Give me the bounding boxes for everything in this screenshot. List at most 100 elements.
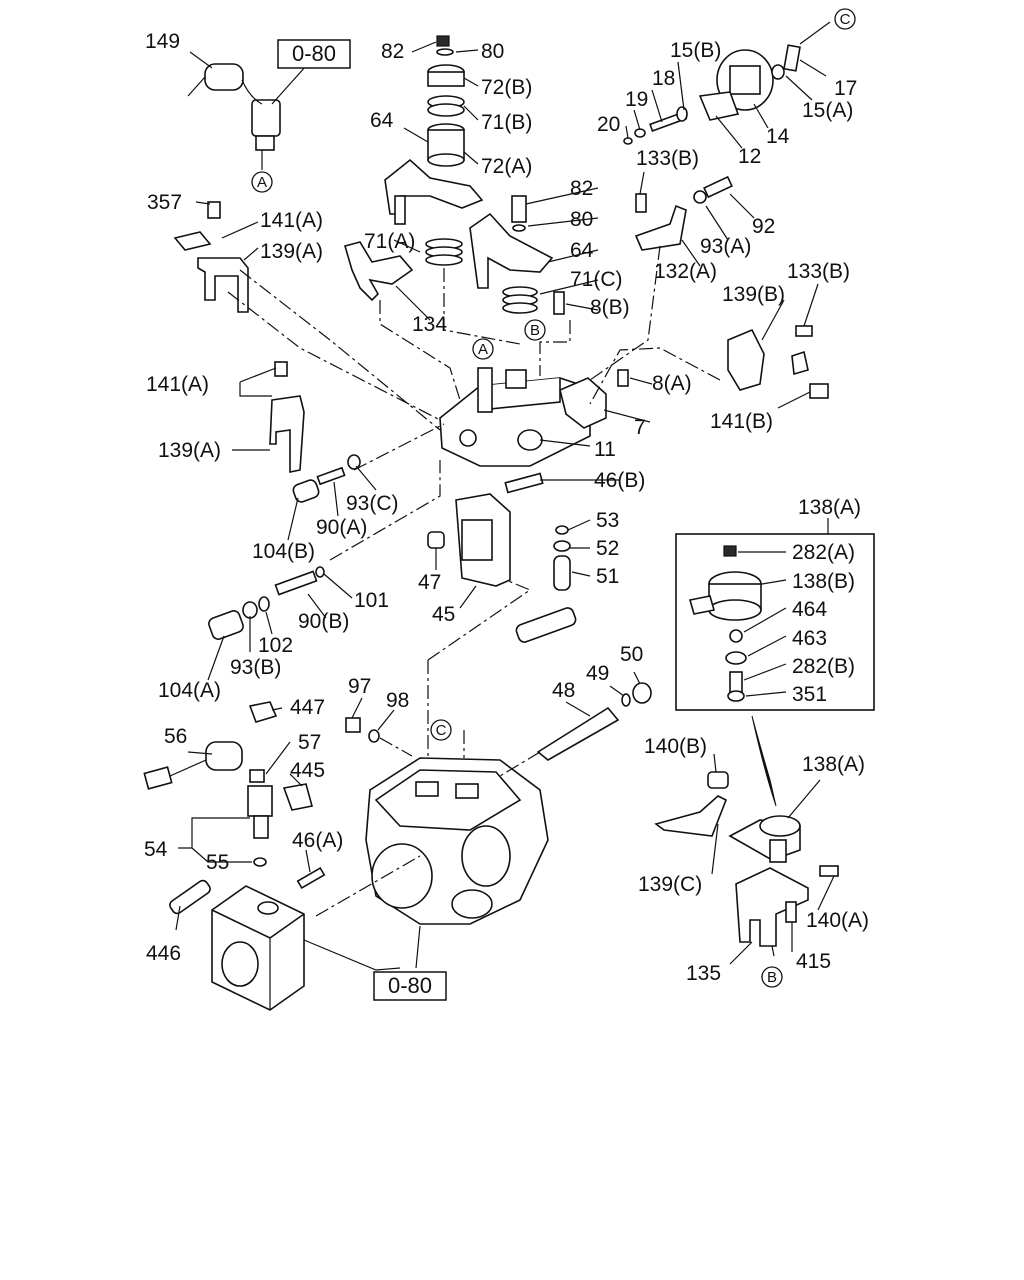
part-label-282b: 282(B) [792,655,855,678]
part-label-82-top: 82 [381,40,404,63]
part-label-57: 57 [298,731,321,754]
leader-lines [175,21,835,971]
ref-box-top: 0-80 [277,39,351,69]
part-label-72b: 72(B) [481,76,532,99]
part-label-445: 445 [290,759,325,782]
part-104b-fitting [292,454,361,503]
part-label-14: 14 [766,125,790,148]
marker-c-top: C [834,8,856,30]
part-label-138a-lower: 138(A) [802,753,865,776]
part-label-54: 54 [144,838,168,861]
part-139a-bracket-upper [173,201,249,313]
part-56-sensor [143,741,313,867]
part-label-51: 51 [596,565,619,588]
part-label-8a: 8(A) [652,372,692,395]
part-label-135: 135 [686,962,721,985]
part-label-139a-upper: 139(A) [260,240,323,263]
part-104a-fitting [208,566,325,640]
part-label-463: 463 [792,627,827,650]
ref-box-top-label: 0-80 [292,41,336,66]
part-label-102: 102 [258,634,293,657]
part-label-46a: 46(A) [292,829,343,852]
part-446-fitting [169,866,326,915]
part-label-11: 11 [594,438,616,461]
part-139b-bracket [727,325,829,399]
part-label-140b: 140(B) [644,735,707,758]
part-label-351: 351 [792,683,827,706]
part-label-82-mid: 82 [570,177,593,200]
part-label-140a: 140(A) [806,909,869,932]
part-label-50: 50 [620,643,643,666]
part-label-48: 48 [552,679,575,702]
part-label-80-top: 80 [481,40,504,63]
part-label-138a-box: 138(A) [798,496,861,519]
part-label-7: 7 [634,416,646,439]
part-label-132a: 132(A) [654,260,717,283]
part-label-49: 49 [586,662,609,685]
part-label-93a: 93(A) [700,235,751,258]
part-label-98: 98 [386,689,409,712]
part-pump-body [365,757,549,925]
part-label-90b: 90(B) [298,610,349,633]
part-label-20: 20 [597,113,620,136]
part-label-357: 357 [147,191,182,214]
part-64-lever-lower [469,195,565,315]
part-label-18: 18 [652,67,675,90]
part-label-141a-upper: 141(A) [260,209,323,232]
part-label-139b: 139(B) [722,283,785,306]
part-label-12: 12 [738,145,761,168]
part-135-bracket-assembly [654,771,839,947]
ref-box-bottom-label: 0-80 [388,973,432,998]
part-label-104b: 104(B) [252,540,315,563]
part-label-71a: 71(A) [364,230,415,253]
part-label-15b: 15(B) [670,39,721,62]
part-label-53: 53 [596,509,619,532]
marker-c-top-text: C [840,11,851,28]
part-label-141b: 141(B) [710,410,773,433]
part-label-139c: 139(C) [638,873,702,896]
marker-b-bottom: B [761,966,783,988]
part-label-133b-right: 133(B) [787,260,850,283]
part-139a-bracket-lower [269,361,305,473]
part-label-104a: 104(A) [158,679,221,702]
marker-a-top: A [251,171,273,193]
part-label-464: 464 [792,598,827,621]
part-label-72a: 72(A) [481,155,532,178]
part-label-19: 19 [625,88,648,111]
assembly-arrow [751,715,777,807]
part-label-80-mid: 80 [570,208,593,231]
part-label-446: 446 [146,942,181,965]
part-134-lever [344,238,463,302]
part-label-17: 17 [834,77,857,100]
part-label-46b: 46(B) [594,469,645,492]
part-label-133b-upper: 133(B) [636,147,699,170]
part-11-governor-housing [439,367,629,467]
part-label-447: 447 [290,696,325,719]
marker-a-mid-text: A [478,341,488,358]
part-132a-bracket [634,175,733,251]
part-label-93c: 93(C) [346,492,399,515]
marker-b-bottom-text: B [767,969,777,986]
part-447-clip [248,701,380,743]
part-label-45: 45 [432,603,455,626]
ref-box-bottom: 0-80 [373,971,447,1001]
part-label-139a-lower: 139(A) [158,439,221,462]
part-label-90a: 90(A) [316,516,367,539]
part-label-71b: 71(B) [481,111,532,134]
part-labels: 149 82 80 72(B) 71(B) 72(A) 64 15(B) 18 … [144,30,869,985]
part-label-138b: 138(B) [792,570,855,593]
part-64-lever-upper [384,158,484,225]
marker-b-mid-text: B [530,322,540,339]
marker-a-mid: A [472,338,494,360]
marker-a-top-text: A [257,174,267,191]
part-label-149: 149 [145,30,180,53]
part-label-64-mid: 64 [570,239,594,262]
part-label-134: 134 [412,313,447,336]
part-48-shaft [536,682,652,761]
part-label-56: 56 [164,725,187,748]
part-label-55: 55 [206,851,229,874]
part-72-71-spring-stack [427,35,465,167]
marker-c-mid: C [430,719,452,741]
